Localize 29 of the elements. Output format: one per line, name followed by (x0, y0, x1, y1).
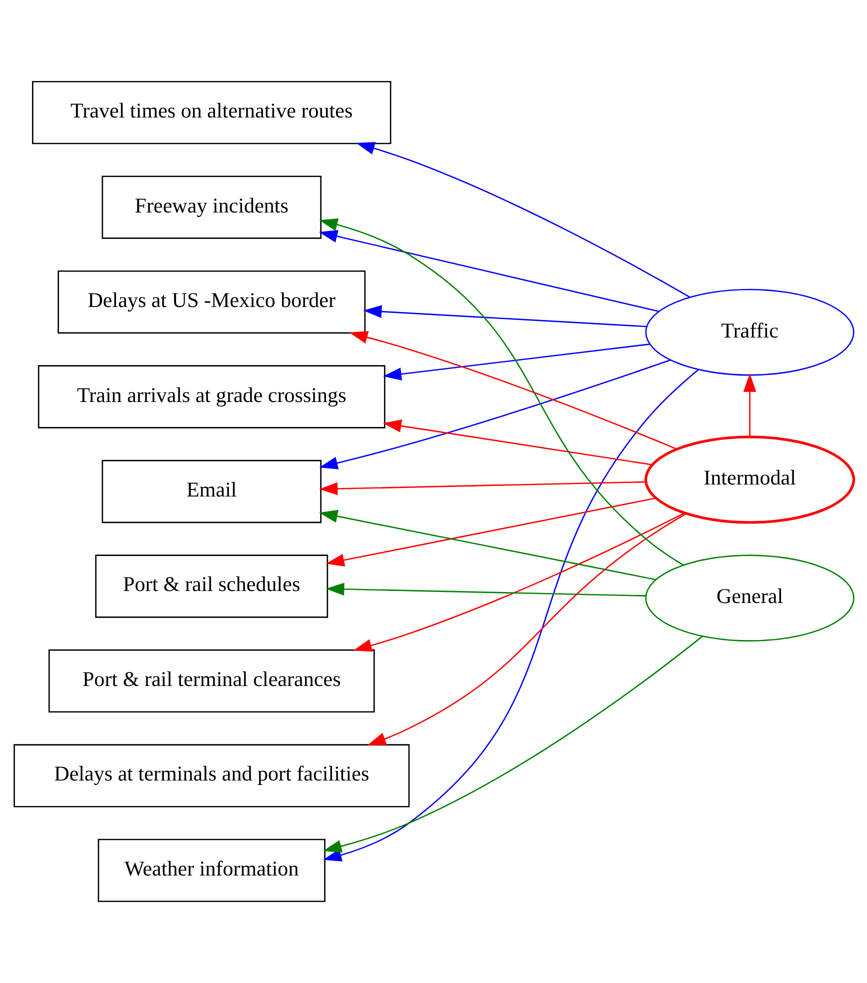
arrow (318, 481, 646, 496)
node-box: Port & rail schedules (94, 554, 328, 618)
node-box: Travel times on alternative routes (32, 80, 391, 144)
node-box: Port & rail terminal clearances (48, 649, 374, 713)
arrow (742, 373, 756, 436)
arrow (382, 344, 650, 380)
arrow (362, 305, 646, 328)
arrow (322, 636, 702, 853)
node-ellipse: General (644, 554, 854, 642)
arrow (318, 218, 684, 566)
arrow (366, 512, 686, 746)
arrow (325, 497, 656, 566)
arrow (318, 230, 658, 312)
node-box: Train arrivals at grade crossings (37, 365, 385, 428)
arrow (382, 420, 652, 466)
node-ellipse: Traffic (644, 288, 854, 376)
arrow (325, 582, 646, 596)
node-box: Freeway incidents (101, 176, 321, 239)
arrow (348, 331, 676, 450)
node-ellipse: Intermodal (644, 436, 855, 524)
arrow (318, 510, 656, 580)
node-box: Delays at terminals and port facilities (13, 744, 410, 808)
node-box: Weather information (97, 838, 325, 902)
arrow (356, 142, 690, 298)
arrow (322, 369, 698, 862)
arrow (318, 359, 670, 470)
arrow (352, 512, 684, 652)
node-box: Delays at US -Mexico border (57, 270, 366, 334)
node-box: Email (101, 460, 321, 524)
